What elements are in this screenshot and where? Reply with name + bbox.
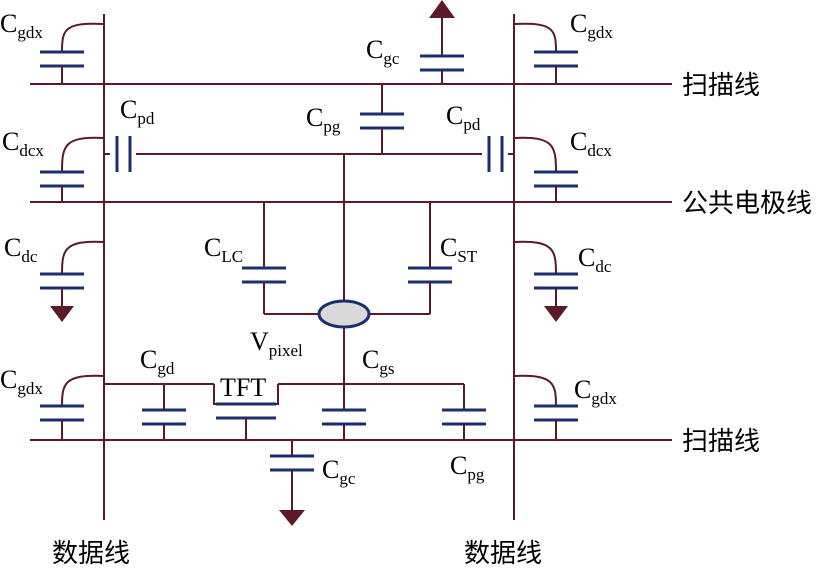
label-cdc-left: Cdc xyxy=(4,233,38,266)
capacitor-cgdx-top-right xyxy=(513,22,578,84)
capacitor-cdc-right xyxy=(513,240,578,322)
capacitor-cgdx-top-left xyxy=(40,22,105,84)
capacitor-cgdx-bottom-right xyxy=(513,374,578,440)
capacitor-cdcx-left xyxy=(40,136,105,202)
label-tft: TFT xyxy=(220,373,266,402)
common-electrode-line-label: 公共电极线 xyxy=(682,189,812,219)
label-cpg-bottom: Cpg xyxy=(450,451,485,484)
label-cst: CST xyxy=(440,233,478,266)
label-vpixel: Vpixel xyxy=(250,327,303,360)
capacitor-cpd-left xyxy=(110,134,136,174)
capacitor-clc xyxy=(242,202,344,315)
label-cdc-right: Cdc xyxy=(578,243,612,276)
capacitor-cdc-left xyxy=(40,240,105,322)
capacitor-cpg-top xyxy=(360,84,404,154)
capacitor-cgd xyxy=(142,384,186,440)
label-cgdx-top-left: Cgdx xyxy=(0,9,43,42)
top-scan-line-label: 扫描线 xyxy=(682,71,760,101)
tft-transistor xyxy=(213,384,279,440)
capacitor-cgs xyxy=(322,384,366,440)
capacitor-cpg-bottom xyxy=(442,384,486,440)
label-cpd-left: Cpd xyxy=(120,95,155,128)
label-cpg-top: Cpg xyxy=(306,103,341,136)
capacitor-cpd-right xyxy=(482,134,508,174)
label-cgdx-bottom-right: Cgdx xyxy=(574,375,617,408)
label-cgdx-top-right: Cgdx xyxy=(570,9,613,42)
label-cdcx-right: Cdcx xyxy=(570,127,612,160)
label-cdcx-left: Cdcx xyxy=(2,127,44,160)
label-cgs: Cgs xyxy=(362,345,394,378)
label-cpd-right: Cpd xyxy=(446,101,481,134)
capacitor-cst xyxy=(344,202,452,315)
left-data-line-label: 数据线 xyxy=(52,539,130,569)
label-cgdx-bottom-left: Cgdx xyxy=(0,365,43,398)
capacitor-cgdx-bottom-left xyxy=(40,374,105,440)
label-cgc-bottom: Cgc xyxy=(322,455,356,488)
right-data-line-label: 数据线 xyxy=(464,539,542,569)
bottom-scan-line-label: 扫描线 xyxy=(682,427,760,457)
label-cgd: Cgd xyxy=(140,345,175,378)
pixel-node xyxy=(317,299,371,329)
capacitor-cgc-top xyxy=(420,0,464,84)
capacitor-cgc-bottom xyxy=(270,440,314,526)
label-clc: CLC xyxy=(204,233,243,266)
capacitor-cdcx-right xyxy=(513,136,578,202)
label-cgc-top: Cgc xyxy=(366,35,400,68)
